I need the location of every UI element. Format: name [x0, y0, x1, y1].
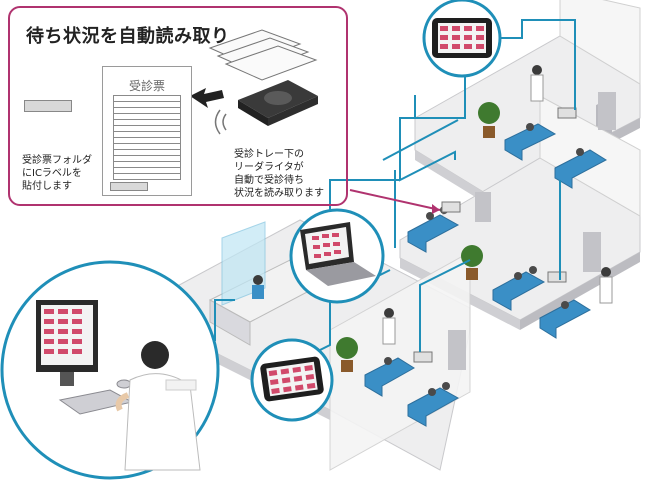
form-lines [113, 95, 181, 180]
doctor-icon [530, 65, 544, 102]
ic-label-tag [110, 182, 148, 191]
desktop-zoom-circle [0, 260, 220, 480]
door-icon [598, 92, 616, 130]
sofa-icon [554, 149, 608, 189]
door-icon [583, 232, 601, 272]
right-note-line: リーダライタが [234, 162, 304, 173]
right-note-line: 状況を読み取ります [234, 188, 324, 199]
tablet-zoom-circle [422, 0, 502, 78]
sofa-icon [364, 357, 415, 397]
sofa-icon [539, 299, 592, 339]
person-icon [384, 357, 392, 365]
person-icon [428, 388, 436, 396]
tablet-zoom-circle-bottom [250, 338, 334, 422]
doctor-icon [382, 308, 396, 345]
card-reader-icon [238, 80, 318, 126]
right-note-line: 自動で受診待ち [234, 175, 304, 186]
person-icon [514, 272, 522, 280]
arrow-right-icon [190, 88, 224, 108]
paper-stack [208, 29, 318, 81]
left-note-line: 受診票フォルダ [22, 155, 92, 166]
left-note-line: にICラベルを [22, 168, 82, 179]
person-icon [561, 301, 569, 309]
sofa-icon [407, 387, 460, 427]
door-icon [448, 330, 466, 370]
left-note-line: 貼付します [22, 181, 72, 192]
mouse-icon [116, 379, 132, 389]
receptionist-icon [253, 275, 263, 285]
callout-panel: 待ち状況を自動読み取り 受診票 受診票フォルダ にICラベルを 貼付します 受診… [8, 6, 348, 206]
ic-label-sample [24, 100, 72, 112]
right-note: 受診トレー下の リーダライタが 自動で受診待ち 状況を読み取ります [234, 148, 324, 200]
laptop-zoom-circle [289, 208, 385, 304]
door-icon [475, 192, 491, 222]
sofa-icon [504, 123, 557, 161]
person-icon [576, 148, 584, 156]
form-title: 受診票 [128, 79, 165, 93]
callout-title: 待ち状況を自動読み取り [26, 26, 230, 47]
callout-connector [349, 189, 441, 214]
person-icon [529, 266, 537, 274]
card-reader-icon [413, 351, 433, 363]
desktop-monitor-icon [36, 300, 98, 386]
wireless-signal-icon [214, 109, 227, 135]
staff-person-icon [115, 341, 201, 471]
sofa-icon [407, 214, 460, 253]
sofa-icon [492, 271, 546, 311]
card-reader-icon [441, 201, 461, 213]
plant-icon [478, 102, 500, 138]
right-note-line: 受診トレー下の [234, 149, 304, 160]
doctor-icon [599, 267, 613, 304]
card-reader-icon [547, 271, 567, 283]
plant-icon [336, 337, 358, 372]
person-icon [442, 382, 450, 390]
person-icon [526, 123, 534, 131]
consultation-form: 受診票 [102, 66, 192, 196]
laptop-icon [300, 222, 376, 286]
left-note: 受診票フォルダ にICラベルを 貼付します [22, 154, 92, 193]
card-reader-icon [557, 107, 577, 119]
